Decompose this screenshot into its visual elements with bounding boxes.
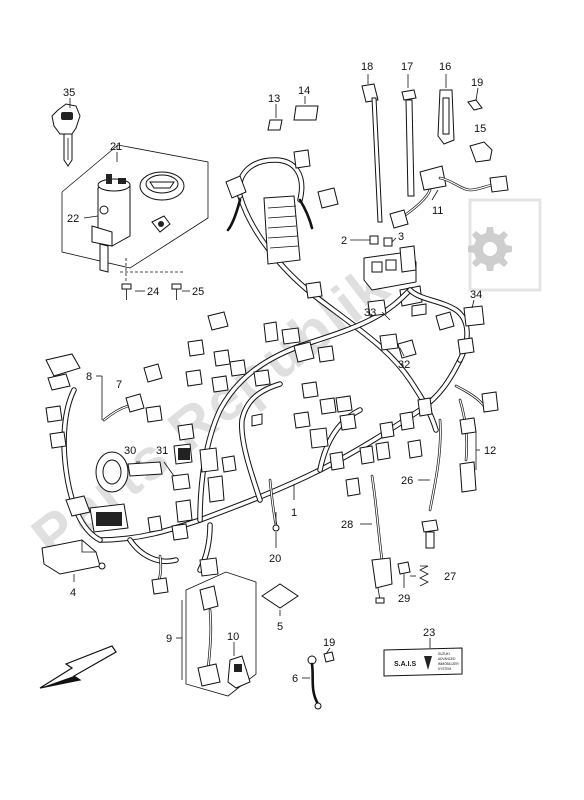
callout-26: 26 — [401, 475, 413, 487]
sub-harness-11 — [389, 165, 509, 229]
callout-8: 8 — [86, 371, 92, 383]
bolts-24-25 — [120, 258, 185, 300]
callout-7: 7 — [116, 379, 122, 391]
ignition-key — [51, 103, 81, 167]
callout-31: 31 — [156, 445, 168, 457]
leader-lines — [69, 74, 480, 680]
callout-1: 1 — [291, 507, 297, 519]
callout-21: 21 — [110, 141, 122, 153]
callout-12: 12 — [484, 445, 496, 457]
callout-22: 22 — [67, 213, 79, 225]
cover-4 — [41, 539, 106, 575]
callout-35: 35 — [63, 87, 75, 99]
callout-14: 14 — [298, 85, 310, 97]
sensor-26 — [421, 519, 439, 549]
sais-line-1: SUZUKI — [438, 652, 450, 656]
callout-23: 23 — [423, 627, 435, 639]
sensor-28 — [371, 557, 393, 604]
callout-19a: 19 — [471, 77, 483, 89]
callout-24: 24 — [147, 286, 159, 298]
callout-4: 4 — [70, 587, 76, 599]
callout-10: 10 — [227, 631, 239, 643]
callout-27: 27 — [444, 571, 456, 583]
callout-6: 6 — [292, 673, 298, 685]
box-9-10 — [185, 571, 257, 697]
direction-arrow-icon — [39, 645, 117, 689]
ground-wire-6 — [307, 651, 335, 710]
callout-5: 5 — [277, 621, 283, 633]
screw-29 — [397, 561, 411, 575]
callout-11: 11 — [432, 205, 443, 217]
callout-numbers: 35 21 22 24 25 13 14 18 17 16 19 15 11 2… — [63, 61, 496, 685]
gear-icon — [468, 227, 512, 271]
callout-28: 28 — [341, 519, 353, 531]
cable-ties — [361, 83, 493, 223]
callout-2: 2 — [341, 235, 347, 247]
sais-line-4: SYSTEM — [438, 667, 451, 671]
callout-15: 15 — [474, 123, 486, 135]
callout-3: 3 — [398, 231, 404, 243]
callout-19b: 19 — [323, 637, 335, 649]
callout-16: 16 — [439, 61, 451, 73]
callout-33: 33 — [364, 307, 376, 319]
callout-20: 20 — [269, 553, 281, 565]
callout-17: 17 — [401, 61, 413, 73]
sais-line-2: ADVANCED — [438, 657, 456, 661]
callout-30: 30 — [124, 445, 136, 457]
callout-34: 34 — [470, 289, 482, 301]
ignition-lock-box — [61, 144, 209, 273]
spring-27 — [419, 565, 429, 587]
callout-9: 9 — [166, 633, 172, 645]
plate-5 — [261, 583, 299, 609]
sais-label-23: S.A.I.S SUZUKI ADVANCED IMMOBILIZER SYST… — [383, 647, 463, 677]
labels-13-14 — [267, 105, 319, 131]
callout-32: 32 — [398, 359, 410, 371]
callout-25: 25 — [192, 286, 204, 298]
callout-29: 29 — [398, 593, 410, 605]
sais-title: S.A.I.S — [394, 661, 417, 668]
sais-line-3: IMMOBILIZER — [438, 662, 459, 666]
connectors — [45, 149, 499, 595]
callout-13: 13 — [268, 93, 280, 105]
callout-18: 18 — [361, 61, 373, 73]
